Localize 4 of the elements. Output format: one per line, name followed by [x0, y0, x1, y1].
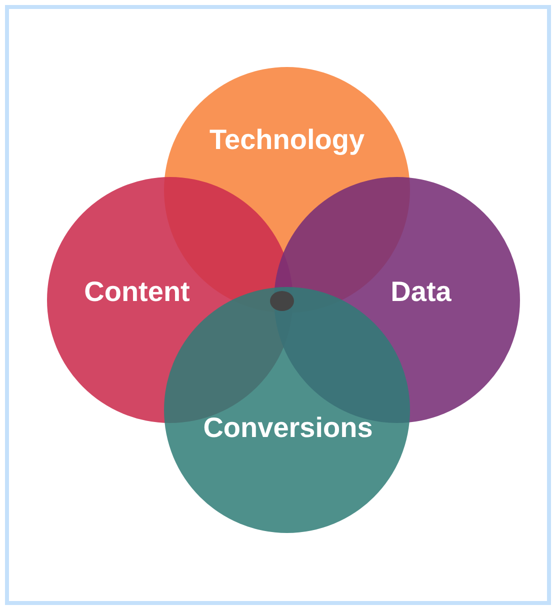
circle-label: Conversions: [203, 412, 373, 444]
circle-label: Data: [390, 276, 452, 308]
circle-label: Technology: [209, 124, 365, 156]
circle-label: Content: [84, 276, 190, 308]
